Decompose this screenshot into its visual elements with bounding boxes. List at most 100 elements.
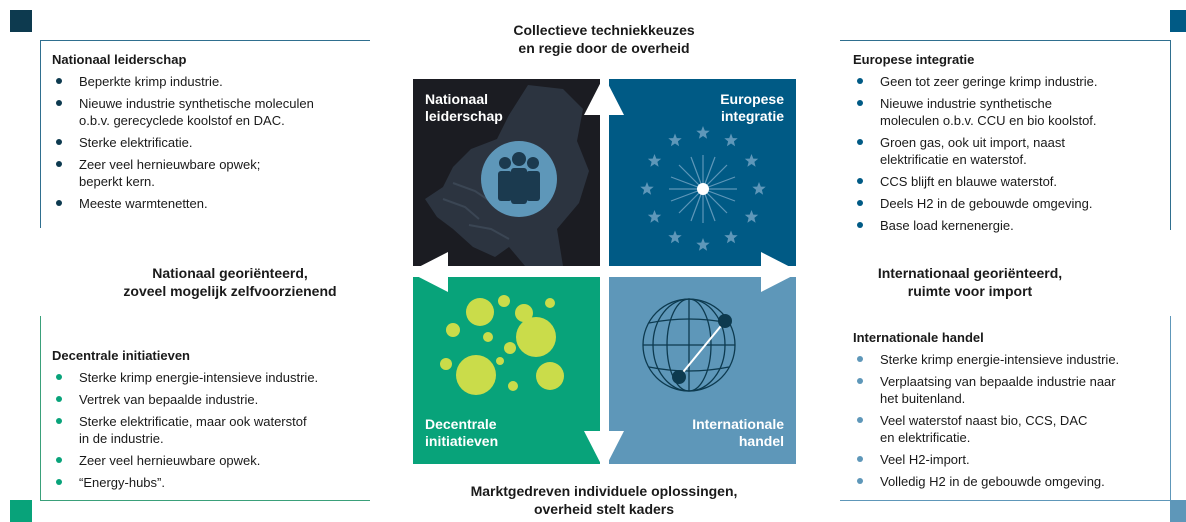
- eu-stars-icon: [640, 126, 766, 251]
- list-item-text: o.b.v. gerecyclede koolstof en DAC.: [79, 113, 285, 128]
- list-item: Nieuwe industrie synthetische moleculen o…: [853, 95, 1173, 129]
- divider-right-top: [1170, 40, 1171, 230]
- list-item: Zeer veel hernieuwbare opwek; beperkt ker…: [52, 156, 382, 190]
- panel-title: Nationaal leiderschap: [52, 52, 187, 67]
- bullet-icon: [56, 200, 62, 206]
- corner-square-top-left: [10, 10, 32, 32]
- bullet-icon: [56, 100, 62, 106]
- star-icon: [696, 238, 710, 251]
- star-icon: [724, 133, 738, 147]
- bullet-icon: [857, 378, 863, 384]
- panel-europese-integratie: Europese integratie Geen tot zeer gering…: [853, 52, 1173, 239]
- list-item: Geen tot zeer geringe krimp industrie.: [853, 73, 1173, 90]
- list-item: Groen gas, ook uit import, naast elektrif…: [853, 134, 1173, 168]
- star-icon: [744, 210, 759, 223]
- list-item: Sterke elektrificatie.: [52, 134, 382, 151]
- list-item-text: Veel waterstof naast bio, CCS, DAC: [880, 413, 1088, 428]
- star-icon: [668, 230, 682, 244]
- list-item-text: Sterke krimp energie-intensieve industri…: [880, 352, 1120, 367]
- bullet-icon: [56, 374, 62, 380]
- panel-list: Geen tot zeer geringe krimp industrie. Ni…: [853, 73, 1173, 234]
- panel-title: Decentrale initiatieven: [52, 348, 190, 363]
- bullet-icon: [56, 479, 62, 485]
- panel-nationaal-leiderschap: Nationaal leiderschap Beperkte krimp ind…: [52, 52, 382, 217]
- list-item-text: moleculen o.b.v. CCU en bio koolstof.: [880, 113, 1097, 128]
- bullet-icon: [857, 139, 863, 145]
- list-item-text: Base load kernenergie.: [880, 218, 1014, 233]
- panel-title: Internationale handel: [853, 330, 984, 345]
- list-item-text: Volledig H2 in de gebouwde omgeving.: [880, 474, 1105, 489]
- star-icon: [744, 154, 759, 167]
- panel-internationale-handel: Internationale handel Sterke krimp energ…: [853, 330, 1173, 495]
- list-item: Sterke elektrificatie, maar ook watersto…: [52, 413, 382, 447]
- list-item: Deels H2 in de gebouwde omgeving.: [853, 195, 1173, 212]
- corner-square-bottom-right: [1170, 500, 1186, 522]
- list-item: Zeer veel hernieuwbare opwek.: [52, 452, 382, 469]
- divider-top-right: [840, 40, 1171, 41]
- list-item-text: “Energy-hubs”.: [79, 475, 165, 490]
- list-item-text: Geen tot zeer geringe krimp industrie.: [880, 74, 1098, 89]
- axis-label-left: Nationaal georiënteerd,zoveel mogelijk z…: [123, 265, 337, 299]
- bullet-icon: [857, 222, 863, 228]
- list-item: “Energy-hubs”.: [52, 474, 382, 491]
- panel-list: Sterke krimp energie-intensieve industri…: [52, 369, 382, 491]
- bullet-icon: [857, 417, 863, 423]
- list-item-text: Sterke elektrificatie.: [79, 135, 193, 150]
- bullet-icon: [56, 161, 62, 167]
- bullet-icon: [56, 457, 62, 463]
- star-icon: [696, 126, 710, 139]
- bullet-icon: [56, 396, 62, 402]
- list-item-text: Sterke elektrificatie, maar ook watersto…: [79, 414, 307, 429]
- list-item-text: Meeste warmtenetten.: [79, 196, 208, 211]
- list-item-text: elektrificatie en waterstof.: [880, 152, 1027, 167]
- divider-top-left: [40, 40, 370, 41]
- panel-title: Europese integratie: [853, 52, 975, 67]
- bullet-icon: [857, 200, 863, 206]
- list-item: Meeste warmtenetten.: [52, 195, 382, 212]
- star-icon: [647, 154, 662, 167]
- star-icon: [640, 182, 654, 195]
- list-item-text: beperkt kern.: [79, 174, 155, 189]
- divider-right-bottom: [1170, 316, 1171, 500]
- list-item-text: Zeer veel hernieuwbare opwek;: [79, 157, 261, 172]
- list-item: Sterke krimp energie-intensieve industri…: [52, 369, 382, 386]
- corner-square-bottom-left: [10, 500, 32, 522]
- list-item-text: Sterke krimp energie-intensieve industri…: [79, 370, 319, 385]
- list-item-text: Vertrek van bepaalde industrie.: [79, 392, 259, 407]
- list-item: Vertrek van bepaalde industrie.: [52, 391, 382, 408]
- list-item-text: het buitenland.: [880, 391, 966, 406]
- list-item-text: CCS blijft en blauwe waterstof.: [880, 174, 1058, 189]
- star-icon: [752, 182, 766, 195]
- bullet-icon: [857, 100, 863, 106]
- divider-bottom-right: [840, 500, 1171, 501]
- list-item: Sterke krimp energie-intensieve industri…: [853, 351, 1173, 368]
- list-item-text: Groen gas, ook uit import, naast: [880, 135, 1065, 150]
- list-item-text: in de industrie.: [79, 431, 164, 446]
- bullet-icon: [857, 178, 863, 184]
- list-item-text: Nieuwe industrie synthetische: [880, 96, 1052, 111]
- bullet-icon: [857, 78, 863, 84]
- list-item: Volledig H2 in de gebouwde omgeving.: [853, 473, 1173, 490]
- star-icon: [647, 210, 662, 223]
- axis-label-right: Internationaal georiënteerd,ruimte voor …: [877, 265, 1063, 299]
- star-icon: [724, 230, 738, 244]
- corner-square-top-right: [1170, 10, 1186, 32]
- divider-left-bottom: [40, 316, 41, 500]
- list-item-text: en elektrificatie.: [880, 430, 971, 445]
- panel-list: Sterke krimp energie-intensieve industri…: [853, 351, 1173, 490]
- bullet-icon: [56, 418, 62, 424]
- list-item: CCS blijft en blauwe waterstof.: [853, 173, 1173, 190]
- star-icon: [668, 133, 682, 147]
- divider-left-top: [40, 40, 41, 228]
- axis-label-bottom: Marktgedreven individuele oplossingen,ov…: [470, 483, 738, 517]
- netherlands-map-people-icon: [425, 85, 589, 266]
- list-item-text: Zeer veel hernieuwbare opwek.: [79, 453, 261, 468]
